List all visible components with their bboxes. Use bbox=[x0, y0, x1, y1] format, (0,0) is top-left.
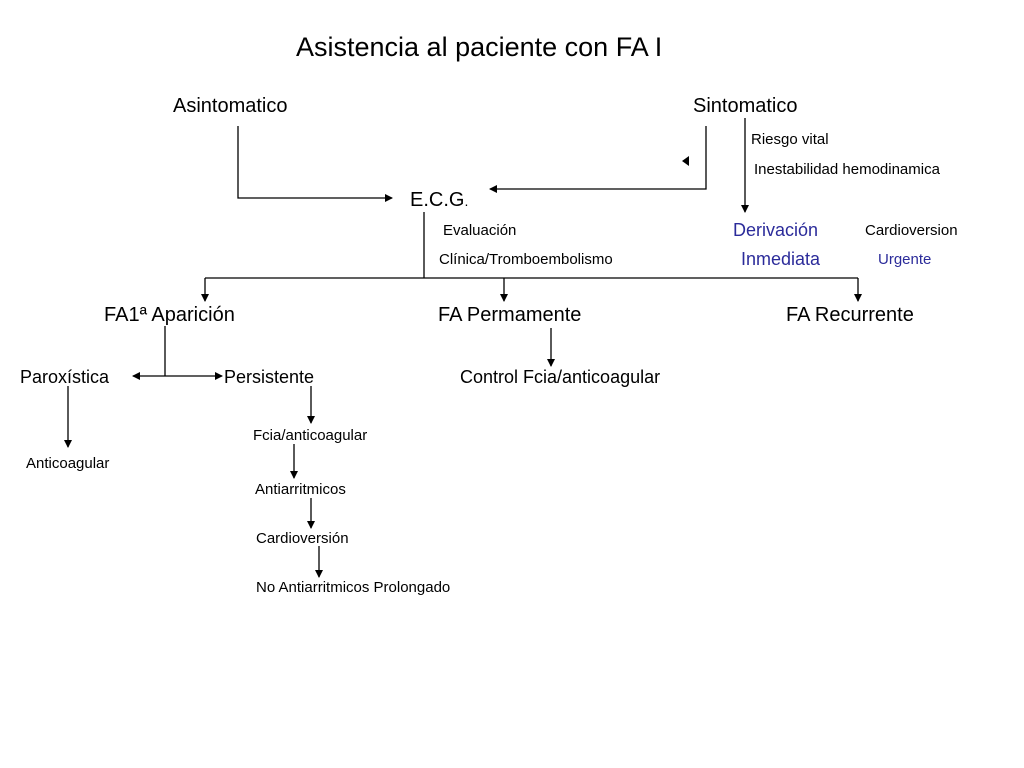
node-antiarritmicos: Antiarritmicos bbox=[255, 481, 346, 498]
label-inestabilidad: Inestabilidad hemodinamica bbox=[754, 161, 940, 178]
node-asintomatico: Asintomatico bbox=[173, 95, 288, 117]
node-inmediata: Inmediata bbox=[741, 249, 821, 269]
node-fa1-aparicion: FA1ª Aparición bbox=[104, 304, 235, 326]
node-control: Control Fcia/anticoagular bbox=[460, 367, 661, 387]
node-persistente: Persistente bbox=[224, 367, 315, 387]
page-title: Asistencia al paciente con FA I bbox=[296, 32, 663, 62]
node-fa-recurrente: FA Recurrente bbox=[786, 304, 914, 326]
label-cardioversion: Cardioversion bbox=[865, 222, 958, 239]
label-evaluacion: Evaluación bbox=[443, 222, 517, 239]
label-urgente: Urgente bbox=[878, 251, 932, 268]
node-paroxistica: Paroxística bbox=[20, 367, 110, 387]
node-fcia-anticoagular: Fcia/anticoagular bbox=[253, 427, 368, 444]
ecg-main-text: E.C.G bbox=[410, 189, 465, 211]
node-derivacion: Derivación bbox=[733, 220, 819, 240]
arrow-sintomatico-ecg bbox=[489, 126, 707, 193]
node-no-antiarritmicos: No Antiarritmicos Prolongado bbox=[256, 579, 451, 596]
node-ecg: E.C.G. bbox=[410, 190, 468, 210]
node-cardioversion-2: Cardioversión bbox=[256, 530, 349, 547]
ecg-dot-text: . bbox=[464, 193, 469, 209]
label-clinica: Clínica/Tromboembolismo bbox=[439, 251, 613, 268]
stray-arrowhead bbox=[682, 156, 689, 166]
arrow-asintomatico-ecg bbox=[237, 126, 393, 202]
node-fa-permamente: FA Permamente bbox=[438, 304, 582, 326]
node-sintomatico: Sintomatico bbox=[693, 95, 798, 117]
label-riesgo-vital: Riesgo vital bbox=[751, 131, 829, 148]
node-anticoagular: Anticoagular bbox=[26, 455, 110, 472]
